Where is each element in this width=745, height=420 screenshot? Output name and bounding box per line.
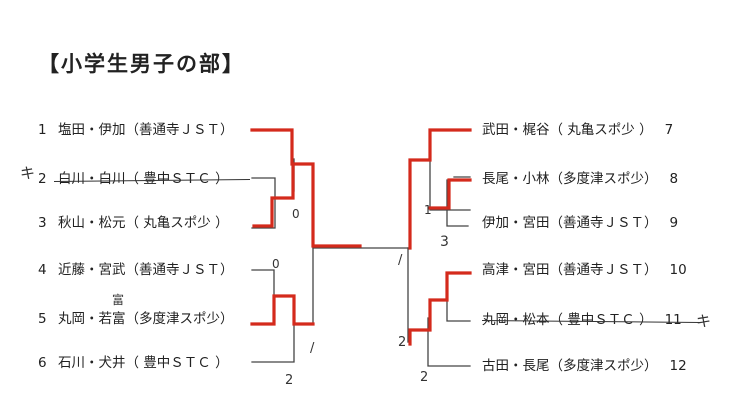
player-name: 古田・長尾（多度津スポ少）	[482, 358, 658, 374]
player-name: 長尾・小林（多度津スポ少）	[482, 171, 658, 187]
left-player-4: 4 近藤・宮武（善通寺ＪＳＴ）	[38, 262, 234, 278]
right-player-12: 古田・長尾（多度津スポ少） 12	[482, 358, 687, 374]
withdrawn-mark-right: キ	[696, 312, 711, 330]
player-name: 伊加・宮田（善通寺ＪＳＴ）	[482, 215, 658, 231]
player-name: 丸岡・若富（多度津スポ少）	[58, 311, 234, 327]
score-right-r2b: 2	[420, 370, 428, 385]
right-player-9: 伊加・宮田（善通寺ＪＳＴ） 9	[482, 215, 678, 231]
score-left-r1a: 0	[292, 207, 300, 221]
score-right-r2a: 2	[398, 335, 406, 350]
withdrawn-mark-left: キ	[20, 164, 35, 182]
right-match-11	[446, 299, 471, 322]
seed-number: 5	[38, 311, 47, 327]
player-name: 秋山・松元（ 丸亀スポ少 ）	[58, 215, 229, 231]
seed-number: 2	[38, 171, 47, 187]
right-player-7: 武田・梶谷（ 丸亀スポ少 ） 7	[482, 122, 673, 138]
right-winner-paths	[408, 128, 472, 346]
score-left-r1b: 0	[272, 257, 280, 271]
winner-path-3	[252, 162, 295, 228]
left-match-r2-6	[251, 321, 295, 363]
right-match-9	[446, 179, 469, 227]
winner-path-5	[250, 294, 315, 326]
score-right-r1a: 1	[424, 203, 432, 217]
left-winner-paths	[250, 128, 362, 326]
seed-number: 10	[669, 262, 687, 278]
right-player-11: 丸岡・松本（ 豊中ＳＴＣ ） 11	[482, 312, 682, 328]
left-player-6: 6 石川・犬井（ 豊中ＳＴＣ ）	[38, 355, 229, 371]
right-player-8: 長尾・小林（多度津スポ少） 8	[482, 171, 678, 187]
player-name: 白川・白川（ 豊中ＳＴＣ ）	[58, 171, 229, 187]
seed-number: 4	[38, 262, 47, 278]
player-name: 丸岡・松本（ 豊中ＳＴＣ ）	[482, 312, 653, 328]
right-match-12	[427, 317, 471, 367]
winner-path-8	[428, 178, 472, 210]
score-right-r1b: 3	[440, 234, 449, 250]
player-name: 塩田・伊加（善通寺ＪＳＴ）	[58, 122, 234, 138]
player-name: 近藤・宮武（善通寺ＪＳＴ）	[58, 262, 234, 278]
winner-path-7	[408, 128, 472, 250]
winner-path-10	[408, 271, 472, 346]
seed-number: 6	[38, 355, 47, 371]
left-player-1: 1 塩田・伊加（善通寺ＪＳＴ）	[38, 122, 234, 138]
tick-right: /	[398, 253, 403, 268]
seed-number: 1	[38, 122, 47, 138]
seed-number: 7	[664, 122, 674, 138]
score-left-final: 2	[285, 373, 293, 388]
page-title: 【小学生男子の部】	[38, 52, 245, 76]
tick-left: /	[310, 341, 315, 356]
left-player-5: 5 丸岡・若富（多度津スポ少）	[38, 311, 234, 327]
seed-number: 11	[664, 312, 682, 328]
seed-number: 3	[38, 215, 47, 231]
score-annotations: キ 0 0 富 / 2 1 3 / 2 2 キ	[20, 164, 711, 388]
player-name: 武田・梶谷（ 丸亀スポ少 ）	[482, 122, 653, 138]
correction-mark: 富	[112, 292, 124, 307]
seed-number: 12	[669, 358, 687, 374]
left-match-2v3	[251, 177, 276, 229]
left-player-3: 3 秋山・松元（ 丸亀スポ少 ）	[38, 215, 229, 231]
seed-number: 9	[669, 215, 679, 231]
seed-number: 8	[669, 171, 679, 187]
player-name: 高津・宮田（善通寺ＪＳＴ）	[482, 262, 658, 278]
player-name: 石川・犬井（ 豊中ＳＴＣ ）	[58, 355, 229, 371]
left-match-4v5-top	[251, 269, 275, 297]
left-player-2: 2 白川・白川（ 豊中ＳＴＣ ）	[38, 171, 229, 187]
right-player-10: 高津・宮田（善通寺ＪＳＴ） 10	[482, 262, 687, 278]
